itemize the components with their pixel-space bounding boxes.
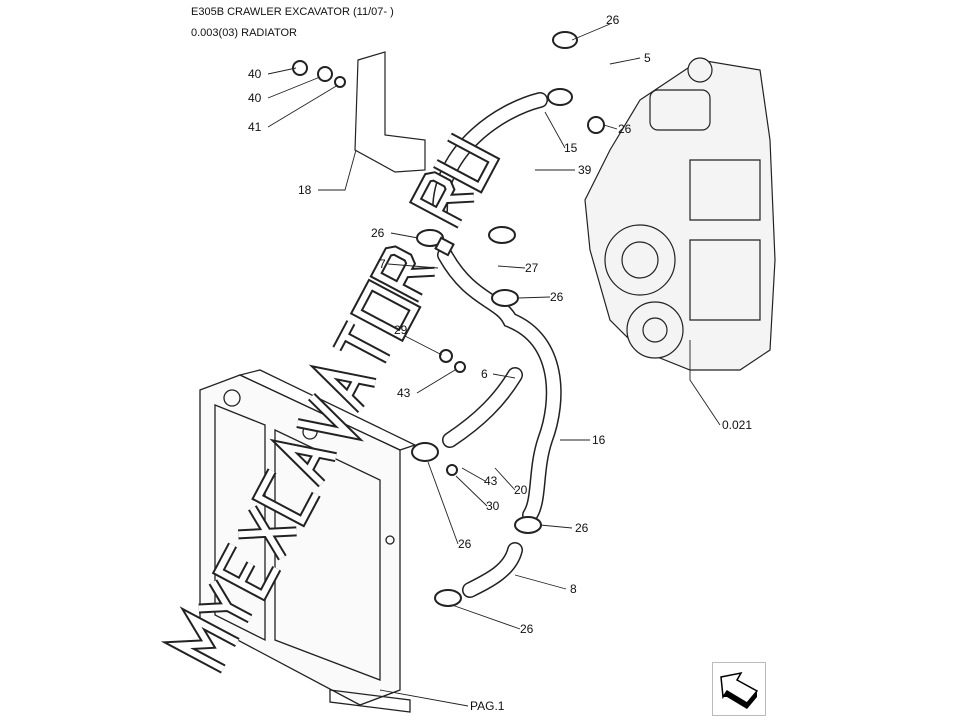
callout-7[interactable]: 7 — [379, 257, 386, 271]
engine-drawing — [584, 57, 776, 371]
watermark-glyph — [314, 367, 376, 412]
callout-15[interactable]: 15 — [564, 141, 578, 155]
watermark-glyph — [168, 611, 239, 672]
callout-26[interactable]: 26 — [550, 290, 564, 304]
callout-26[interactable]: 26 — [606, 13, 620, 27]
callout-20[interactable]: 20 — [514, 483, 528, 497]
watermark-glyph — [436, 239, 453, 254]
section-title: 0.003(03) RADIATOR — [191, 27, 297, 39]
callout-40[interactable]: 40 — [248, 91, 262, 105]
callout-26[interactable]: 26 — [520, 622, 534, 636]
callout-labels: 26 5 40 40 41 26 15 39 18 26 7 27 26 29 … — [248, 13, 752, 713]
callout-26[interactable]: 26 — [458, 537, 472, 551]
callout-26[interactable]: 26 — [618, 122, 632, 136]
callout-30[interactable]: 30 — [486, 499, 500, 513]
callout-39[interactable]: 39 — [578, 163, 592, 177]
watermark-glyph — [253, 469, 319, 525]
watermark-glyph — [238, 506, 297, 560]
watermark-glyph — [352, 281, 419, 340]
hose-fill — [433, 93, 561, 597]
leader-lines — [267, 23, 721, 707]
model-title: E305B CRAWLER EXCAVATOR (11/07- ) — [191, 6, 394, 18]
bracket-18 — [354, 51, 426, 173]
watermark-glyph — [372, 247, 435, 301]
callout-26[interactable]: 26 — [371, 226, 385, 240]
return-arrow-icon — [720, 671, 759, 709]
watermark-glyph — [198, 580, 252, 622]
return-button[interactable] — [712, 662, 766, 716]
callout-pag-1[interactable]: PAG.1 — [470, 699, 505, 713]
callout-5[interactable]: 5 — [644, 51, 651, 65]
watermark-glyph — [296, 394, 358, 439]
watermark-logo — [160, 132, 501, 674]
callout-26[interactable]: 26 — [575, 521, 589, 535]
callout-8[interactable]: 8 — [570, 582, 577, 596]
callout-18[interactable]: 18 — [298, 183, 312, 197]
watermark-glyph — [275, 442, 337, 486]
watermark-glyph — [214, 543, 280, 599]
callout-40[interactable]: 40 — [248, 67, 262, 81]
callout-0-021[interactable]: 0.021 — [722, 418, 752, 432]
callout-41[interactable]: 41 — [248, 120, 262, 134]
callout-29[interactable]: 29 — [394, 323, 408, 337]
watermark-glyph — [411, 173, 475, 227]
watermark-glyph — [334, 321, 390, 362]
callout-6[interactable]: 6 — [481, 367, 488, 381]
callout-43[interactable]: 43 — [484, 474, 498, 488]
callout-27[interactable]: 27 — [525, 261, 539, 275]
hose-clamps — [292, 31, 605, 607]
callout-43[interactable]: 43 — [397, 386, 411, 400]
watermark-glyph — [434, 134, 498, 192]
callout-16[interactable]: 16 — [592, 433, 606, 447]
